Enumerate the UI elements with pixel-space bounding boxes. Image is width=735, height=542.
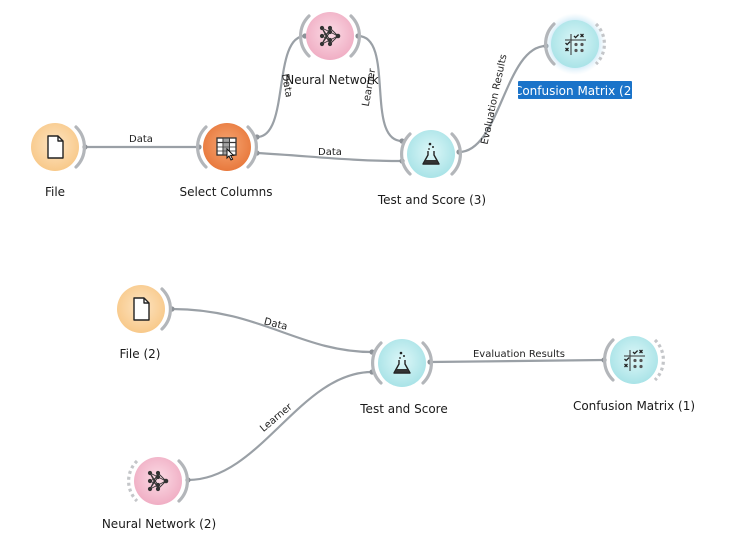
node-file-2[interactable]: File (2)	[117, 285, 172, 361]
node-neural-network-2[interactable]: Neural Network (2)	[102, 457, 216, 531]
node-label: Confusion Matrix (2)	[514, 84, 636, 98]
node-neural-network[interactable]: Neural Network	[285, 12, 379, 87]
edge-label-select-test: Data	[318, 147, 342, 158]
input-anchor[interactable]	[371, 341, 383, 385]
node-file[interactable]: File	[31, 123, 86, 199]
input-anchor[interactable]	[544, 22, 556, 66]
edge-file2-to-test[interactable]	[170, 307, 374, 354]
edge-select-to-nn[interactable]	[255, 34, 307, 139]
edge-nn-to-test[interactable]	[356, 34, 404, 143]
node-select-columns[interactable]: Select Columns	[179, 123, 273, 199]
node-label: Test and Score (3)	[377, 193, 486, 207]
output-anchor[interactable]	[177, 459, 189, 503]
output-anchor[interactable]	[74, 125, 86, 169]
edge-select-to-test[interactable]	[255, 151, 404, 163]
file-icon	[133, 297, 150, 321]
edge-label-test-cm1: Evaluation Results	[473, 349, 565, 360]
output-anchor[interactable]	[160, 287, 172, 331]
edge-nn2-to-test[interactable]	[186, 370, 374, 482]
input-anchor[interactable]	[196, 125, 208, 169]
node-confusion-matrix[interactable]: Confusion Matrix (2)	[514, 13, 636, 99]
selection-highlight	[518, 81, 632, 99]
node-label: File	[45, 185, 65, 199]
node-label: Neural Network (2)	[102, 517, 216, 531]
file-icon	[47, 135, 64, 159]
input-anchor[interactable]	[603, 338, 615, 382]
edges-bottom	[169, 306, 607, 483]
node-label: File (2)	[120, 347, 161, 361]
edge-test-to-cm1[interactable]	[428, 358, 606, 364]
edge-label-test-cm: Evaluation Results	[480, 53, 510, 145]
node-label: Test and Score	[359, 402, 447, 416]
node-label: Select Columns	[179, 185, 272, 199]
output-anchor[interactable]	[349, 14, 361, 58]
input-anchor[interactable]	[299, 14, 311, 58]
input-anchor[interactable]	[400, 132, 412, 176]
edge-test-to-cm[interactable]	[457, 44, 548, 154]
output-anchor[interactable]	[421, 341, 433, 385]
edge-label-select-nn: Data	[279, 73, 294, 98]
output-anchor[interactable]	[246, 125, 258, 169]
node-test-and-score-2[interactable]: Test and Score	[359, 339, 448, 416]
node-label: Confusion Matrix (1)	[573, 399, 695, 413]
node-test-and-score[interactable]: Test and Score (3)	[377, 130, 486, 207]
output-anchor[interactable]	[450, 132, 462, 176]
edge-label-file-select: Data	[129, 134, 153, 145]
node-label: Neural Network	[285, 73, 379, 87]
node-confusion-matrix-2[interactable]: Confusion Matrix (1)	[573, 336, 695, 413]
